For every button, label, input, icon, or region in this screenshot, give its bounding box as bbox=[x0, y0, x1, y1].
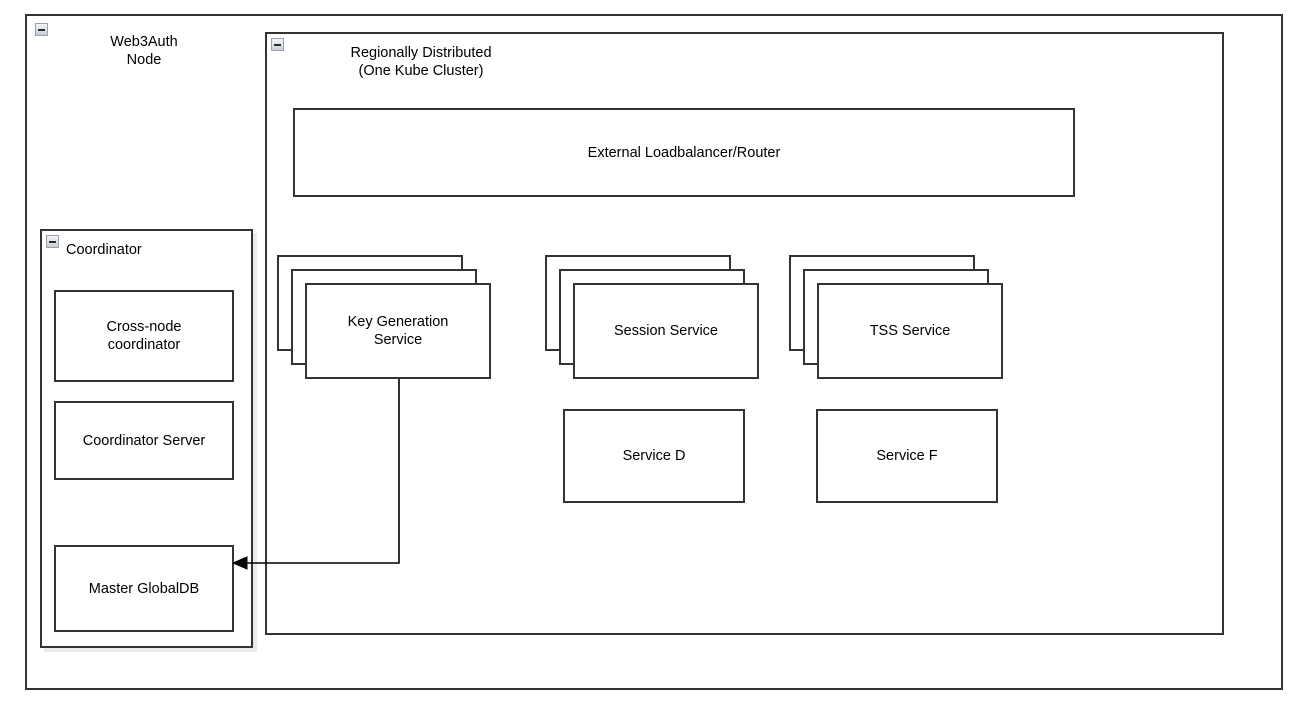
box-coordinator-server[interactable]: Coordinator Server bbox=[54, 401, 234, 480]
collapse-minus-icon-web3auth-node[interactable] bbox=[35, 23, 48, 36]
stack-layer-front[interactable]: Key Generation Service bbox=[305, 283, 491, 379]
box-label-tss-service: TSS Service bbox=[869, 323, 951, 339]
stack-session-service[interactable]: Session Service bbox=[545, 255, 759, 379]
collapse-minus-icon-cluster[interactable] bbox=[271, 38, 284, 51]
box-service-f[interactable]: Service F bbox=[816, 409, 998, 503]
group-label-coordinator: Coordinator bbox=[66, 242, 142, 258]
box-master-globaldb[interactable]: Master GlobalDB bbox=[54, 545, 234, 632]
box-label-master-globaldb: Master GlobalDB bbox=[88, 580, 200, 597]
stack-layer-front[interactable]: Session Service bbox=[573, 283, 759, 379]
collapse-minus-icon-coordinator[interactable] bbox=[46, 235, 59, 248]
stack-tss-service[interactable]: TSS Service bbox=[789, 255, 1003, 379]
group-label-web3auth-node: Web3Auth Node bbox=[110, 34, 178, 68]
box-label-external-loadbalancer-router: External Loadbalancer/Router bbox=[587, 144, 781, 161]
box-service-d[interactable]: Service D bbox=[563, 409, 745, 503]
box-label-service-d: Service D bbox=[622, 448, 686, 464]
stack-key-generation-service[interactable]: Key Generation Service bbox=[277, 255, 491, 379]
box-label-service-f: Service F bbox=[876, 448, 938, 464]
box-label-cross-node-coordinator: Cross-node coordinator bbox=[106, 319, 182, 353]
box-cross-node-coordinator[interactable]: Cross-node coordinator bbox=[54, 290, 234, 382]
group-label-cluster: Regionally Distributed (One Kube Cluster… bbox=[350, 45, 492, 79]
box-label-session-service: Session Service bbox=[614, 323, 718, 339]
stack-layer-front[interactable]: TSS Service bbox=[817, 283, 1003, 379]
box-external-loadbalancer-router[interactable]: External Loadbalancer/Router bbox=[293, 108, 1075, 197]
box-label-coordinator-server: Coordinator Server bbox=[82, 432, 206, 449]
box-label-key-generation-service: Key Generation Service bbox=[347, 314, 449, 348]
